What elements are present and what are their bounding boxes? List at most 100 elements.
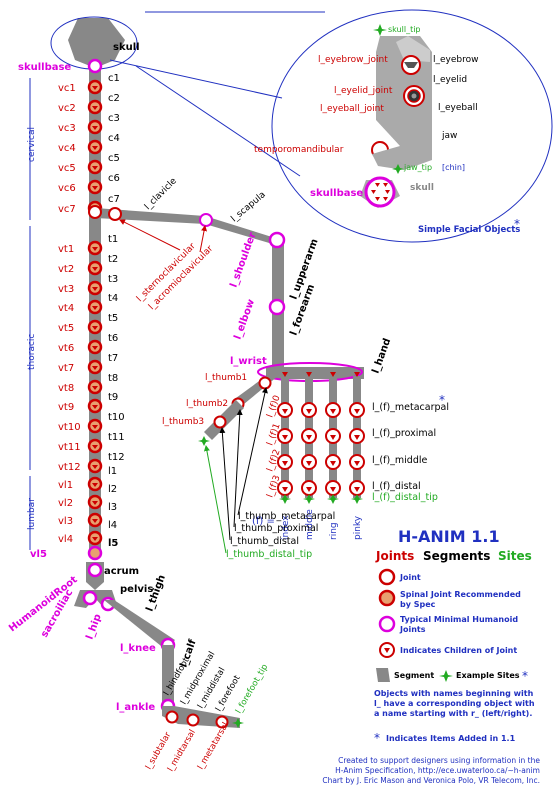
index-distal-tip-site: [279, 494, 291, 504]
l-thumb3-label: l_thumb3: [162, 417, 204, 427]
eyebrow-segment: [404, 62, 418, 68]
t9-label: t9: [108, 392, 118, 403]
vt5-label: vt5: [58, 323, 74, 334]
thumb-site-label: l_thumb_distal_tip: [226, 549, 312, 560]
sternoclavicular-joint: [108, 207, 122, 221]
vt2-child-marker: [92, 267, 98, 271]
finger-seg-proximal: l_(f)_proximal: [372, 428, 436, 439]
thumb-proximal-pointer: [233, 409, 243, 528]
vc1-label: vc1: [58, 83, 76, 94]
vc6-child-marker: [92, 186, 98, 190]
l-wrist-label: l_wrist: [230, 356, 267, 367]
vc2-label: vc2: [58, 103, 76, 114]
t5-label: t5: [108, 313, 118, 324]
legend-spinal-symbol: [378, 589, 396, 607]
vt11-label: vt11: [58, 442, 81, 453]
sacroiliac-joint: [82, 590, 98, 606]
thumb-tip-pointer: [203, 445, 227, 554]
vc3-child-marker: [92, 126, 98, 130]
vl4-label: vl4: [58, 534, 73, 545]
ring-joint-1-child-marker: [330, 435, 336, 440]
vc4-label: vc4: [58, 143, 76, 154]
ring-joint-0-child-marker: [330, 409, 336, 414]
inset-connector-bottom: [135, 65, 301, 177]
t2-label: t2: [108, 254, 118, 265]
vl3-child-marker: [92, 519, 98, 523]
thumb-proximal-label: l_thumb_proximal: [234, 523, 318, 534]
vl2-label: vl2: [58, 498, 73, 509]
forefoot-tip-site: [232, 718, 244, 728]
t7-label: t7: [108, 353, 118, 364]
vl1-label: vl1: [58, 480, 73, 491]
vt11-child-marker: [92, 445, 98, 449]
t10-label: t10: [108, 412, 125, 423]
region-lumbar: lumbar: [27, 498, 37, 530]
legend-segment: Segment: [394, 671, 434, 680]
vt12-child-marker: [92, 465, 98, 469]
index-joint-1-child-marker: [282, 435, 288, 440]
metatarsal-joint: [215, 715, 229, 729]
thumb-metacarpal-pointer: [237, 387, 268, 516]
ring-distal-tip-site: [327, 494, 339, 504]
face-skullbase-joint: [364, 176, 396, 208]
index-joint-0-child-marker: [282, 409, 288, 414]
humanoidroot-joint: [87, 562, 103, 578]
added-star-note: *: [374, 731, 380, 745]
c6-label: c6: [108, 173, 120, 184]
legend-joint: Joint: [399, 573, 421, 582]
vt10-child-marker: [92, 425, 98, 429]
legend-title: H-ANIM 1.1: [398, 527, 500, 546]
skull-label: skull: [113, 42, 140, 53]
pelvis-label: pelvis: [120, 584, 153, 595]
vt6-child-marker: [92, 346, 98, 350]
pinky-joint-1-child-marker: [354, 435, 360, 440]
vc6-label: vc6: [58, 183, 76, 194]
face-inset-outline: [271, 9, 553, 243]
vt1-child-marker: [92, 247, 98, 251]
spine-joints: vc1c1vc2c2vc3c3vc4c4vc5c5vc6c6vc7c7vt1t1…: [58, 73, 125, 549]
midtarsal-joint: [186, 713, 200, 727]
finger-name-ring: ring: [329, 522, 339, 540]
skull-segment: [68, 18, 125, 68]
face-caption: Simple Facial Objects: [418, 225, 520, 235]
l-thumb2-label: l_thumb2: [186, 399, 228, 409]
inset-connector-top: [109, 59, 283, 99]
t6-label: t6: [108, 333, 118, 344]
l-eyebrow-label: l_eyebrow: [433, 55, 478, 65]
acromioclavicular-joint: [199, 213, 213, 227]
shoulder-joint: [268, 231, 286, 249]
vl5-label: vl5: [30, 549, 47, 560]
middle-joint-2-child-marker: [306, 461, 312, 466]
credits-3: Chart by J. Eric Mason and Veronica Polo…: [322, 776, 540, 785]
vt2-label: vt2: [58, 264, 74, 275]
vt5-child-marker: [92, 326, 98, 330]
ring-wrist-child-marker: [330, 372, 336, 377]
finger-name-pinky: pinky: [353, 515, 363, 540]
credits-2: H-Anim Specification, http://ece.uwaterl…: [335, 766, 540, 775]
added-star-legend: *: [522, 669, 528, 683]
legend-heading-sites: Sites: [498, 549, 532, 563]
middle-joint-1-child-marker: [306, 435, 312, 440]
vc4-child-marker: [92, 146, 98, 150]
vc7-label: vc7: [58, 204, 76, 215]
vt1-label: vt1: [58, 244, 74, 255]
sternoclavicular-joint-left: [88, 205, 102, 219]
l-scapula-label: l_scapula: [230, 190, 268, 224]
finger-seg-middle: l_(f)_middle: [372, 455, 427, 466]
thumb-distal-pointer: [219, 427, 231, 541]
skull-tip-site: [373, 24, 387, 36]
jaw-label: jaw: [441, 131, 457, 141]
temporomandibular-label: temporomandibular: [254, 145, 344, 155]
vt8-child-marker: [92, 386, 98, 390]
ring-joint-2-child-marker: [330, 461, 336, 466]
jaw-tip-site: [392, 164, 404, 174]
legend-joint-symbol: [378, 568, 396, 586]
c3-label: c3: [108, 113, 120, 124]
credits-1: Created to support designers using infor…: [338, 756, 540, 765]
c4-label: c4: [108, 133, 120, 144]
l-eyebrow-joint-label: l_eyebrow_joint: [318, 55, 388, 65]
c2-label: c2: [108, 93, 120, 104]
finger-seg-metacarpal: l_(f)_metacarpal: [372, 402, 449, 413]
l-eyelid-label: l_eyelid: [433, 75, 467, 85]
